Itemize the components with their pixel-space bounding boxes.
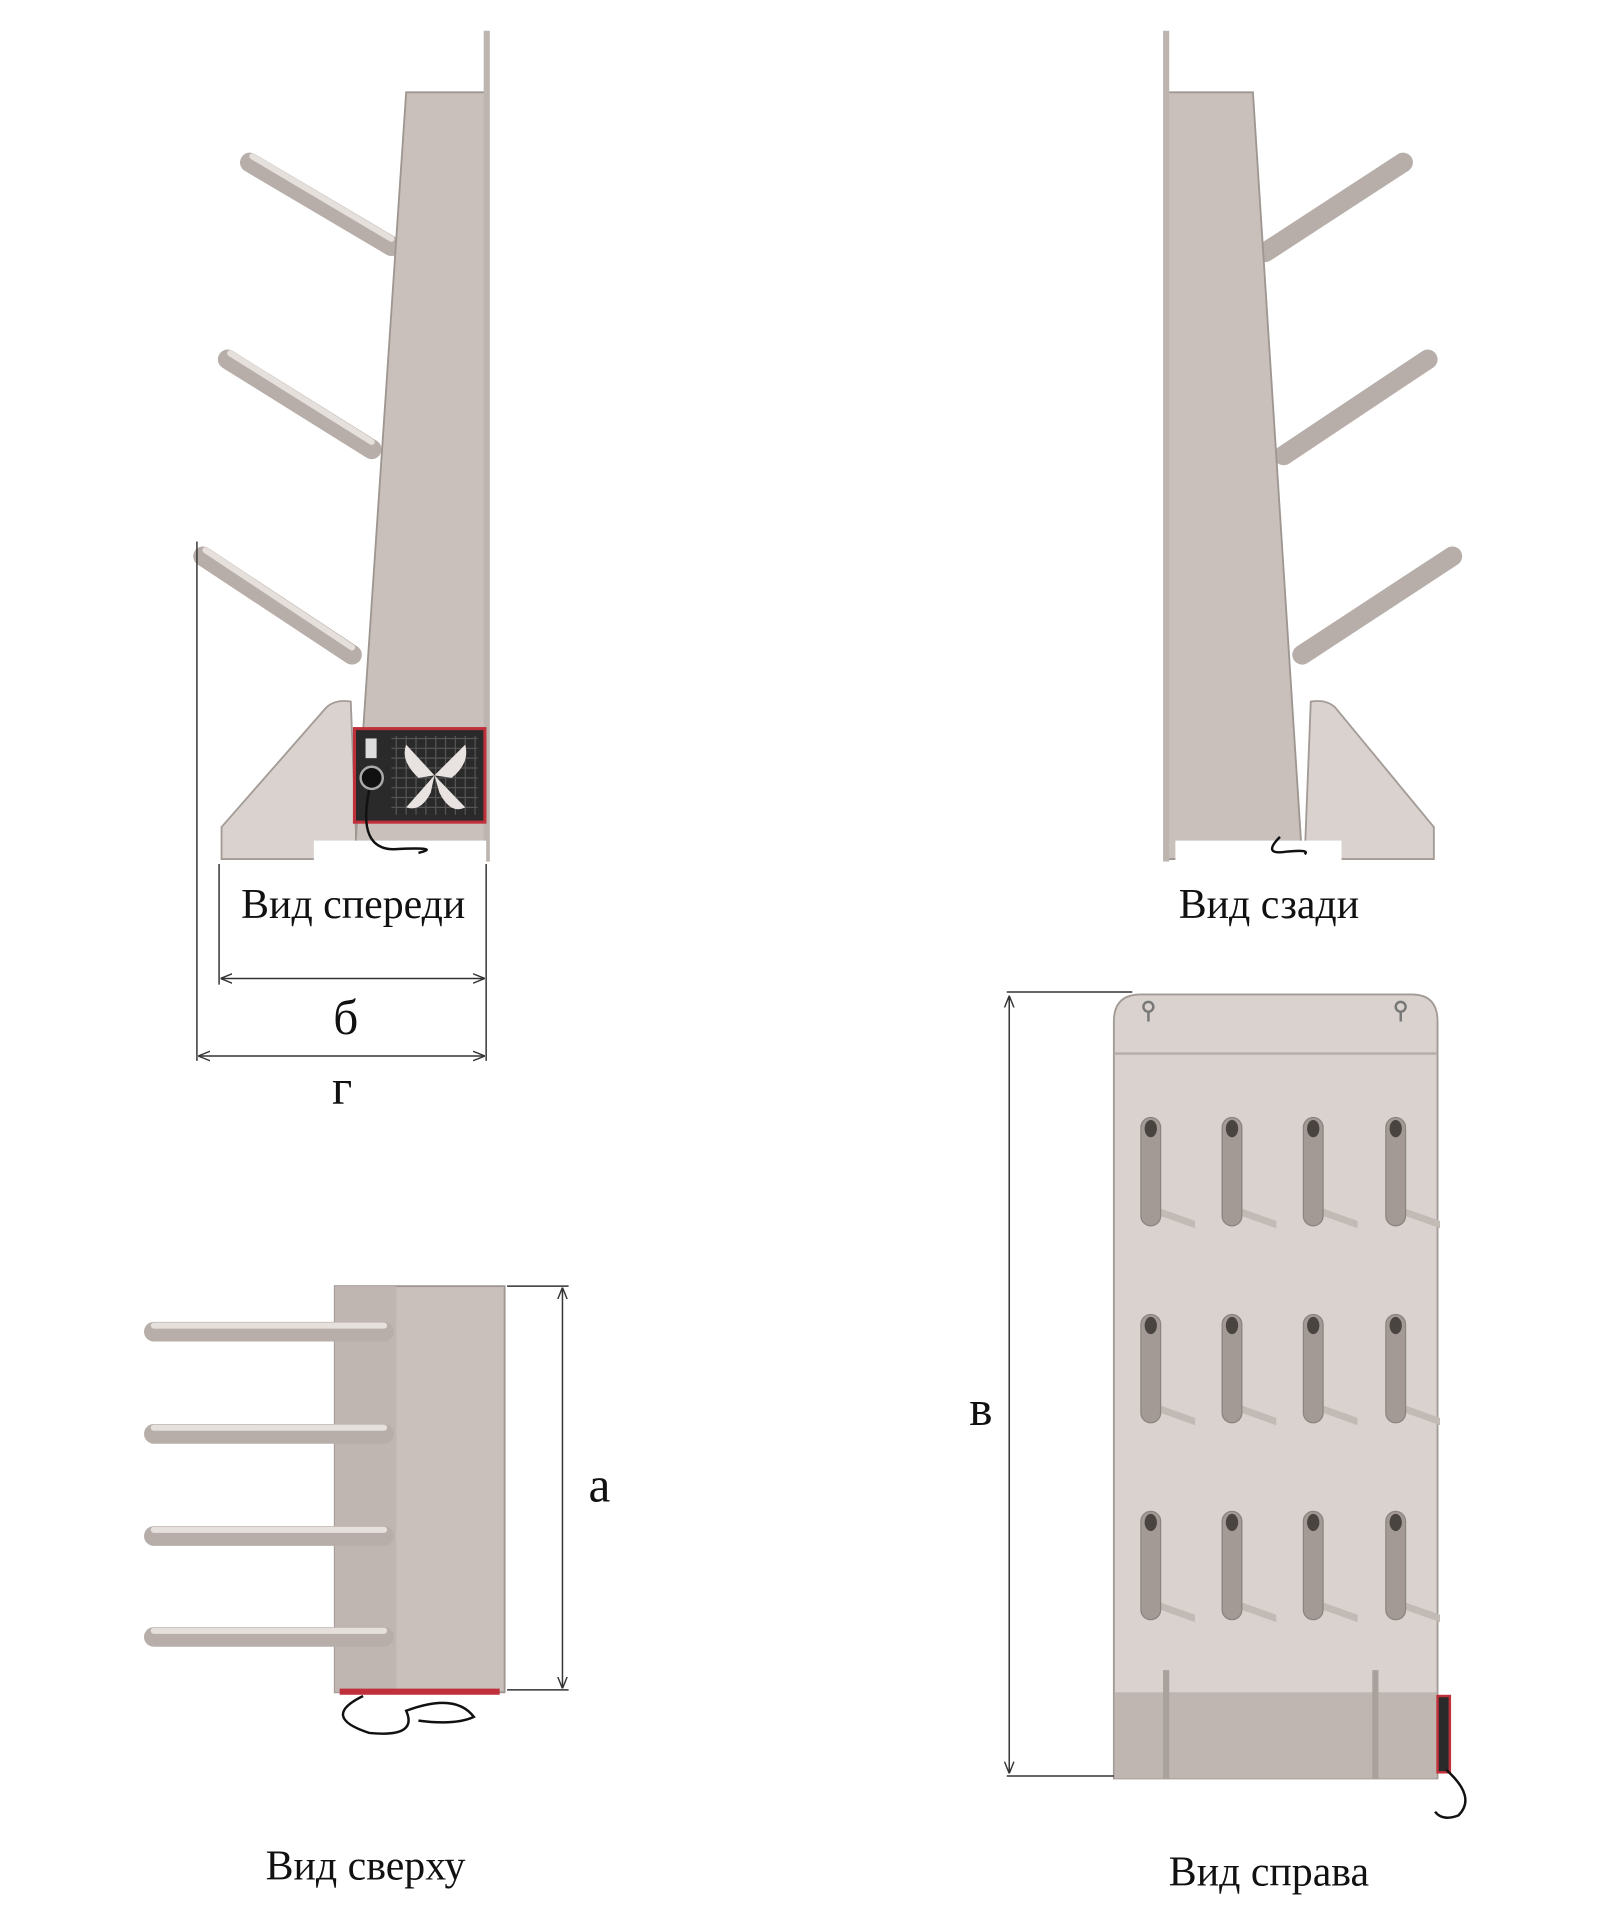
front-rod-1: [240, 152, 402, 256]
back-wall-plate: [1163, 30, 1170, 862]
right-top-band: [1115, 1052, 1437, 1055]
drying-tube: [1385, 1313, 1407, 1424]
tube-grid: [1140, 1116, 1440, 1623]
right-view: в Вид справа: [969, 991, 1467, 1896]
tube-shadow: [1405, 1602, 1440, 1623]
drying-tube: [1221, 1313, 1243, 1424]
drying-tube: [1140, 1313, 1162, 1424]
right-view-label: Вид справа: [1169, 1850, 1369, 1896]
tube-opening: [1307, 1513, 1320, 1532]
tube-opening: [1225, 1316, 1239, 1335]
drying-tube: [1302, 1116, 1324, 1227]
tube-opening: [1389, 1316, 1402, 1335]
right-power-cord: [1434, 1768, 1467, 1819]
drying-tube: [1302, 1510, 1324, 1621]
front-foot: [220, 700, 358, 860]
power-cord: [365, 789, 428, 855]
drying-tube: [1221, 1510, 1243, 1621]
tube-opening: [1144, 1316, 1157, 1335]
top-view-label: Вид сверху: [266, 1843, 466, 1889]
power-switch-icon: [365, 738, 377, 759]
tube-shadow: [1160, 1208, 1196, 1229]
rod-highlight: [227, 350, 375, 445]
tube-opening: [1144, 1513, 1157, 1532]
front-base-cutout: [313, 840, 487, 862]
dimension-label-b: б: [333, 990, 358, 1045]
tube-opening: [1225, 1513, 1239, 1532]
rod-highlight: [202, 547, 356, 651]
right-foot-right: [1372, 1670, 1379, 1779]
front-view-label: Вид спереди: [241, 882, 465, 928]
back-base-cutout: [1175, 840, 1342, 862]
tube-opening: [1307, 1316, 1320, 1335]
back-power-cord: [1270, 836, 1308, 856]
tube-shadow: [1241, 1405, 1277, 1426]
keyhole-icon: [1394, 1000, 1407, 1022]
front-rod-2: [217, 349, 382, 460]
right-foot-left: [1163, 1670, 1170, 1779]
drying-tube: [1221, 1116, 1243, 1227]
front-view: Вид спереди: [193, 30, 490, 928]
tube-shadow: [1241, 1208, 1277, 1229]
front-wall-plate: [483, 30, 490, 862]
drying-tube: [1385, 1116, 1407, 1227]
control-knob-icon: [359, 765, 385, 791]
top-view: а Вид сверху: [144, 1285, 610, 1889]
front-dimensions: б г: [196, 541, 487, 1115]
front-rod-3: [193, 546, 362, 665]
back-rod-2: [1273, 349, 1438, 466]
fan-icon: [404, 744, 467, 810]
tube-shadow: [1323, 1602, 1358, 1623]
rod-highlight: [249, 153, 395, 242]
tube-shadow: [1160, 1405, 1196, 1426]
dimension-label-a: а: [588, 1458, 610, 1513]
tube-opening: [1144, 1120, 1157, 1138]
tube-opening: [1389, 1513, 1402, 1532]
back-body: [1165, 91, 1304, 860]
tube-shadow: [1405, 1208, 1440, 1229]
tube-shadow: [1405, 1405, 1440, 1426]
tube-opening: [1389, 1120, 1402, 1138]
back-foot: [1303, 700, 1435, 860]
back-rod-1: [1255, 152, 1413, 263]
top-body-side: [334, 1286, 397, 1693]
tube-opening: [1225, 1120, 1239, 1138]
top-rods: [144, 1321, 394, 1647]
back-rod-3: [1292, 546, 1463, 665]
tube-shadow: [1323, 1405, 1358, 1426]
right-panel: [1112, 993, 1439, 1780]
right-control-box: [1436, 1694, 1452, 1774]
drying-tube: [1302, 1313, 1324, 1424]
drying-tube: [1140, 1116, 1162, 1227]
dimension-label-v: в: [969, 1381, 992, 1436]
tube-shadow: [1160, 1602, 1196, 1623]
tube-opening: [1307, 1120, 1320, 1138]
drying-tube: [1140, 1510, 1162, 1621]
tube-shadow: [1323, 1208, 1358, 1229]
back-view-label: Вид сзади: [1179, 882, 1359, 928]
back-view: Вид сзади: [1163, 30, 1463, 928]
top-power-cord: [341, 1694, 476, 1735]
drying-tube: [1385, 1510, 1407, 1621]
keyhole-icon: [1142, 1000, 1155, 1022]
dimension-label-g: г: [332, 1060, 352, 1115]
top-red-strip: [339, 1688, 500, 1695]
tube-shadow: [1241, 1602, 1277, 1623]
